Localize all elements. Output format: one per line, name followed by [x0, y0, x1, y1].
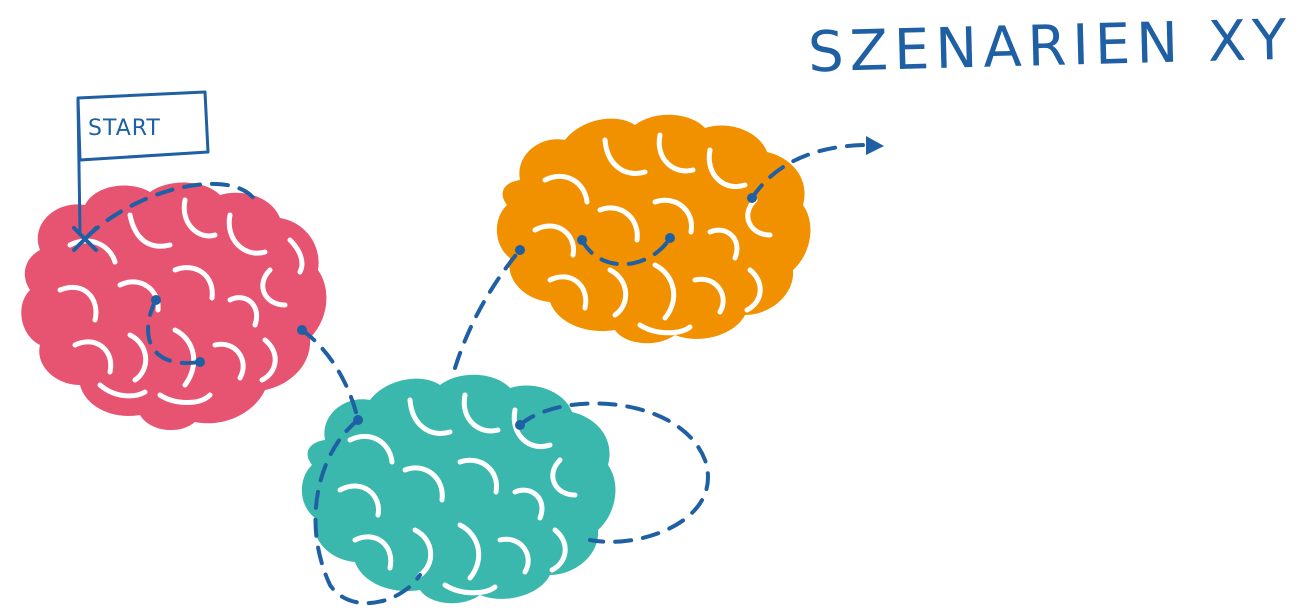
path-node: [515, 245, 525, 255]
brain-folds: [57, 197, 305, 405]
brain-icon: [301, 374, 616, 604]
start-flag-icon: [76, 90, 210, 234]
path-node: [151, 295, 161, 305]
path-node: [747, 193, 757, 203]
brain-teal: [301, 374, 616, 604]
brain-pink: [21, 182, 327, 431]
arrow-head-icon: [866, 136, 884, 155]
path-nodes: [151, 193, 757, 430]
path-node: [353, 415, 363, 425]
path-node: [297, 325, 307, 335]
flag-label: START: [88, 116, 161, 141]
path-node: [515, 420, 525, 430]
path-node: [577, 235, 587, 245]
brain-icon: [496, 114, 811, 344]
brain-orange: [496, 114, 811, 344]
brain-folds: [532, 132, 773, 336]
brain-folds: [337, 392, 578, 596]
dashed-path: [84, 143, 870, 606]
path-node: [195, 357, 205, 367]
path-node: [665, 233, 675, 243]
